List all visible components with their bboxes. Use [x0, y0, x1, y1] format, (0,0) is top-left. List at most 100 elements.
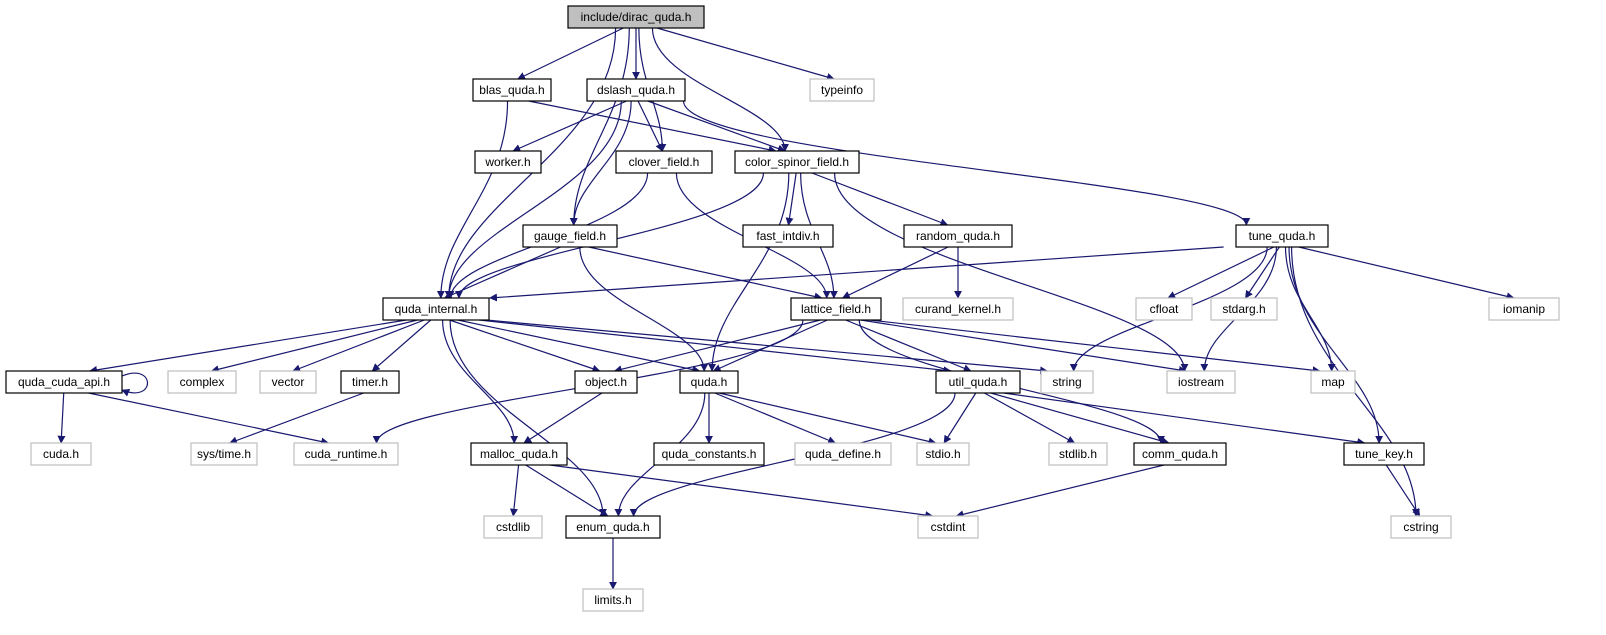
node-enum_quda[interactable]: enum_quda.h: [565, 515, 661, 539]
node-string: string: [1040, 370, 1094, 394]
node-label-quda_cuda_api: quda_cuda_api.h: [18, 375, 110, 389]
node-box-cuda_runtime: [293, 442, 399, 466]
edge-util_quda-to-stdlib: [984, 392, 1076, 444]
node-cstdlib: cstdlib: [483, 515, 543, 539]
node-label-vector: vector: [272, 375, 305, 389]
node-box-timer: [340, 370, 400, 394]
node-box-comm_quda: [1133, 442, 1227, 466]
node-curand_kernel: curand_kernel.h: [902, 297, 1014, 321]
edge-tune_quda-to-iomanip: [1298, 246, 1515, 301]
node-box-iomanip: [1488, 297, 1560, 321]
node-box-tune_quda: [1235, 224, 1329, 248]
node-box-color_spinor_field: [734, 150, 860, 174]
node-comm_quda[interactable]: comm_quda.h: [1133, 442, 1227, 466]
node-box-dslash_quda: [586, 78, 686, 102]
node-box-util_quda: [935, 370, 1021, 394]
node-label-clover_field: clover_field.h: [629, 155, 700, 169]
edge-lattice_field-to-util_quda: [845, 319, 972, 372]
node-box-typeinfo: [809, 78, 875, 102]
node-box-curand_kernel: [902, 297, 1014, 321]
node-label-string: string: [1052, 375, 1081, 389]
node-label-cstring: cstring: [1403, 520, 1438, 534]
node-label-tune_key: tune_key.h: [1355, 447, 1413, 461]
node-box-tune_key: [1343, 442, 1425, 466]
edge-dirac_quda-to-blas_quda: [517, 27, 624, 80]
node-box-quda_define: [794, 442, 892, 466]
edge-lattice_field-to-map: [869, 319, 1321, 375]
node-object[interactable]: object.h: [574, 370, 638, 394]
node-label-cstdlib: cstdlib: [496, 520, 530, 534]
node-label-cuda_runtime: cuda_runtime.h: [305, 447, 388, 461]
edge-malloc_quda-to-cstdint: [549, 464, 934, 520]
edge-util_quda-to-stdio: [943, 392, 977, 444]
node-box-quda_internal: [382, 297, 490, 321]
node-iomanip: iomanip: [1488, 297, 1560, 321]
node-typeinfo: typeinfo: [809, 78, 875, 102]
edge-tune_quda-to-cfloat: [1167, 246, 1275, 299]
node-label-sys_time: sys/time.h: [197, 447, 251, 461]
node-label-map: map: [1321, 375, 1345, 389]
node-label-gauge_field: gauge_field.h: [534, 229, 606, 243]
node-stdarg: stdarg.h: [1210, 297, 1278, 321]
edge-quda_internal-to-vector: [292, 319, 425, 373]
edge-dslash_quda-to-gauge_field: [569, 100, 632, 226]
edge-util_quda-to-comm_quda: [990, 392, 1170, 445]
node-gauge_field[interactable]: gauge_field.h: [522, 224, 618, 248]
node-box-cstdlib: [483, 515, 543, 539]
node-label-typeinfo: typeinfo: [821, 83, 863, 97]
node-worker[interactable]: worker.h: [474, 150, 542, 174]
edge-comm_quda-to-cstdint: [955, 464, 1165, 519]
node-box-lattice_field: [790, 297, 882, 321]
edge-malloc_quda-to-cstdlib: [509, 464, 520, 517]
node-label-complex: complex: [180, 375, 225, 389]
edge-random_quda-to-lattice_field: [841, 246, 949, 299]
edge-blas_quda-to-color_spinor_field: [528, 100, 777, 154]
edge-tune_key-to-cstring: [1385, 464, 1421, 517]
node-map: map: [1310, 370, 1356, 394]
node-label-object: object.h: [585, 375, 627, 389]
node-timer[interactable]: timer.h: [340, 370, 400, 394]
node-dirac_quda[interactable]: include/dirac_quda.h: [567, 5, 705, 29]
node-dslash_quda[interactable]: dslash_quda.h: [586, 78, 686, 102]
node-lattice_field[interactable]: lattice_field.h: [790, 297, 882, 321]
node-quda_cuda_api[interactable]: quda_cuda_api.h: [5, 370, 123, 394]
node-fast_intdiv[interactable]: fast_intdiv.h: [742, 224, 834, 248]
node-box-random_quda: [903, 224, 1013, 248]
node-limits: limits.h: [582, 588, 644, 612]
node-quda_constants[interactable]: quda_constants.h: [653, 442, 765, 466]
edge-quda_internal-to-malloc_quda: [441, 319, 519, 444]
node-label-random_quda: random_quda.h: [916, 229, 1000, 243]
node-label-util_quda: util_quda.h: [949, 375, 1008, 389]
node-box-gauge_field: [522, 224, 618, 248]
node-label-timer: timer.h: [352, 375, 388, 389]
node-blas_quda[interactable]: blas_quda.h: [472, 78, 552, 102]
node-quda_internal[interactable]: quda_internal.h: [382, 297, 490, 321]
node-box-string: [1040, 370, 1094, 394]
node-clover_field[interactable]: clover_field.h: [615, 150, 713, 174]
node-random_quda[interactable]: random_quda.h: [903, 224, 1013, 248]
node-malloc_quda[interactable]: malloc_quda.h: [470, 442, 568, 466]
node-quda[interactable]: quda.h: [679, 370, 739, 394]
node-label-cuda_h: cuda.h: [43, 447, 79, 461]
edge-quda_internal-to-enum_quda: [449, 319, 608, 517]
edge-dslash_quda-to-tune_quda: [682, 100, 1251, 226]
edge-gauge_field-to-quda_internal: [443, 246, 561, 299]
node-label-fast_intdiv: fast_intdiv.h: [756, 229, 819, 243]
node-label-stdlib: stdlib.h: [1059, 447, 1097, 461]
node-label-quda_constants: quda_constants.h: [662, 447, 757, 461]
node-box-cfloat: [1135, 297, 1193, 321]
node-cstring: cstring: [1390, 515, 1452, 539]
node-stdio: stdio.h: [916, 442, 970, 466]
edge-util_quda-to-enum_quda: [629, 392, 956, 517]
node-label-worker: worker.h: [484, 155, 530, 169]
node-tune_quda[interactable]: tune_quda.h: [1235, 224, 1329, 248]
node-util_quda[interactable]: util_quda.h: [935, 370, 1021, 394]
node-color_spinor_field[interactable]: color_spinor_field.h: [734, 150, 860, 174]
node-box-enum_quda: [565, 515, 661, 539]
node-box-map: [1310, 370, 1356, 394]
edge-tune_quda-to-map: [1284, 246, 1336, 372]
node-tune_key[interactable]: tune_key.h: [1343, 442, 1425, 466]
edge-lattice_field-to-quda: [712, 319, 828, 372]
node-label-blas_quda: blas_quda.h: [479, 83, 544, 97]
edge-object-to-malloc_quda: [523, 392, 603, 444]
